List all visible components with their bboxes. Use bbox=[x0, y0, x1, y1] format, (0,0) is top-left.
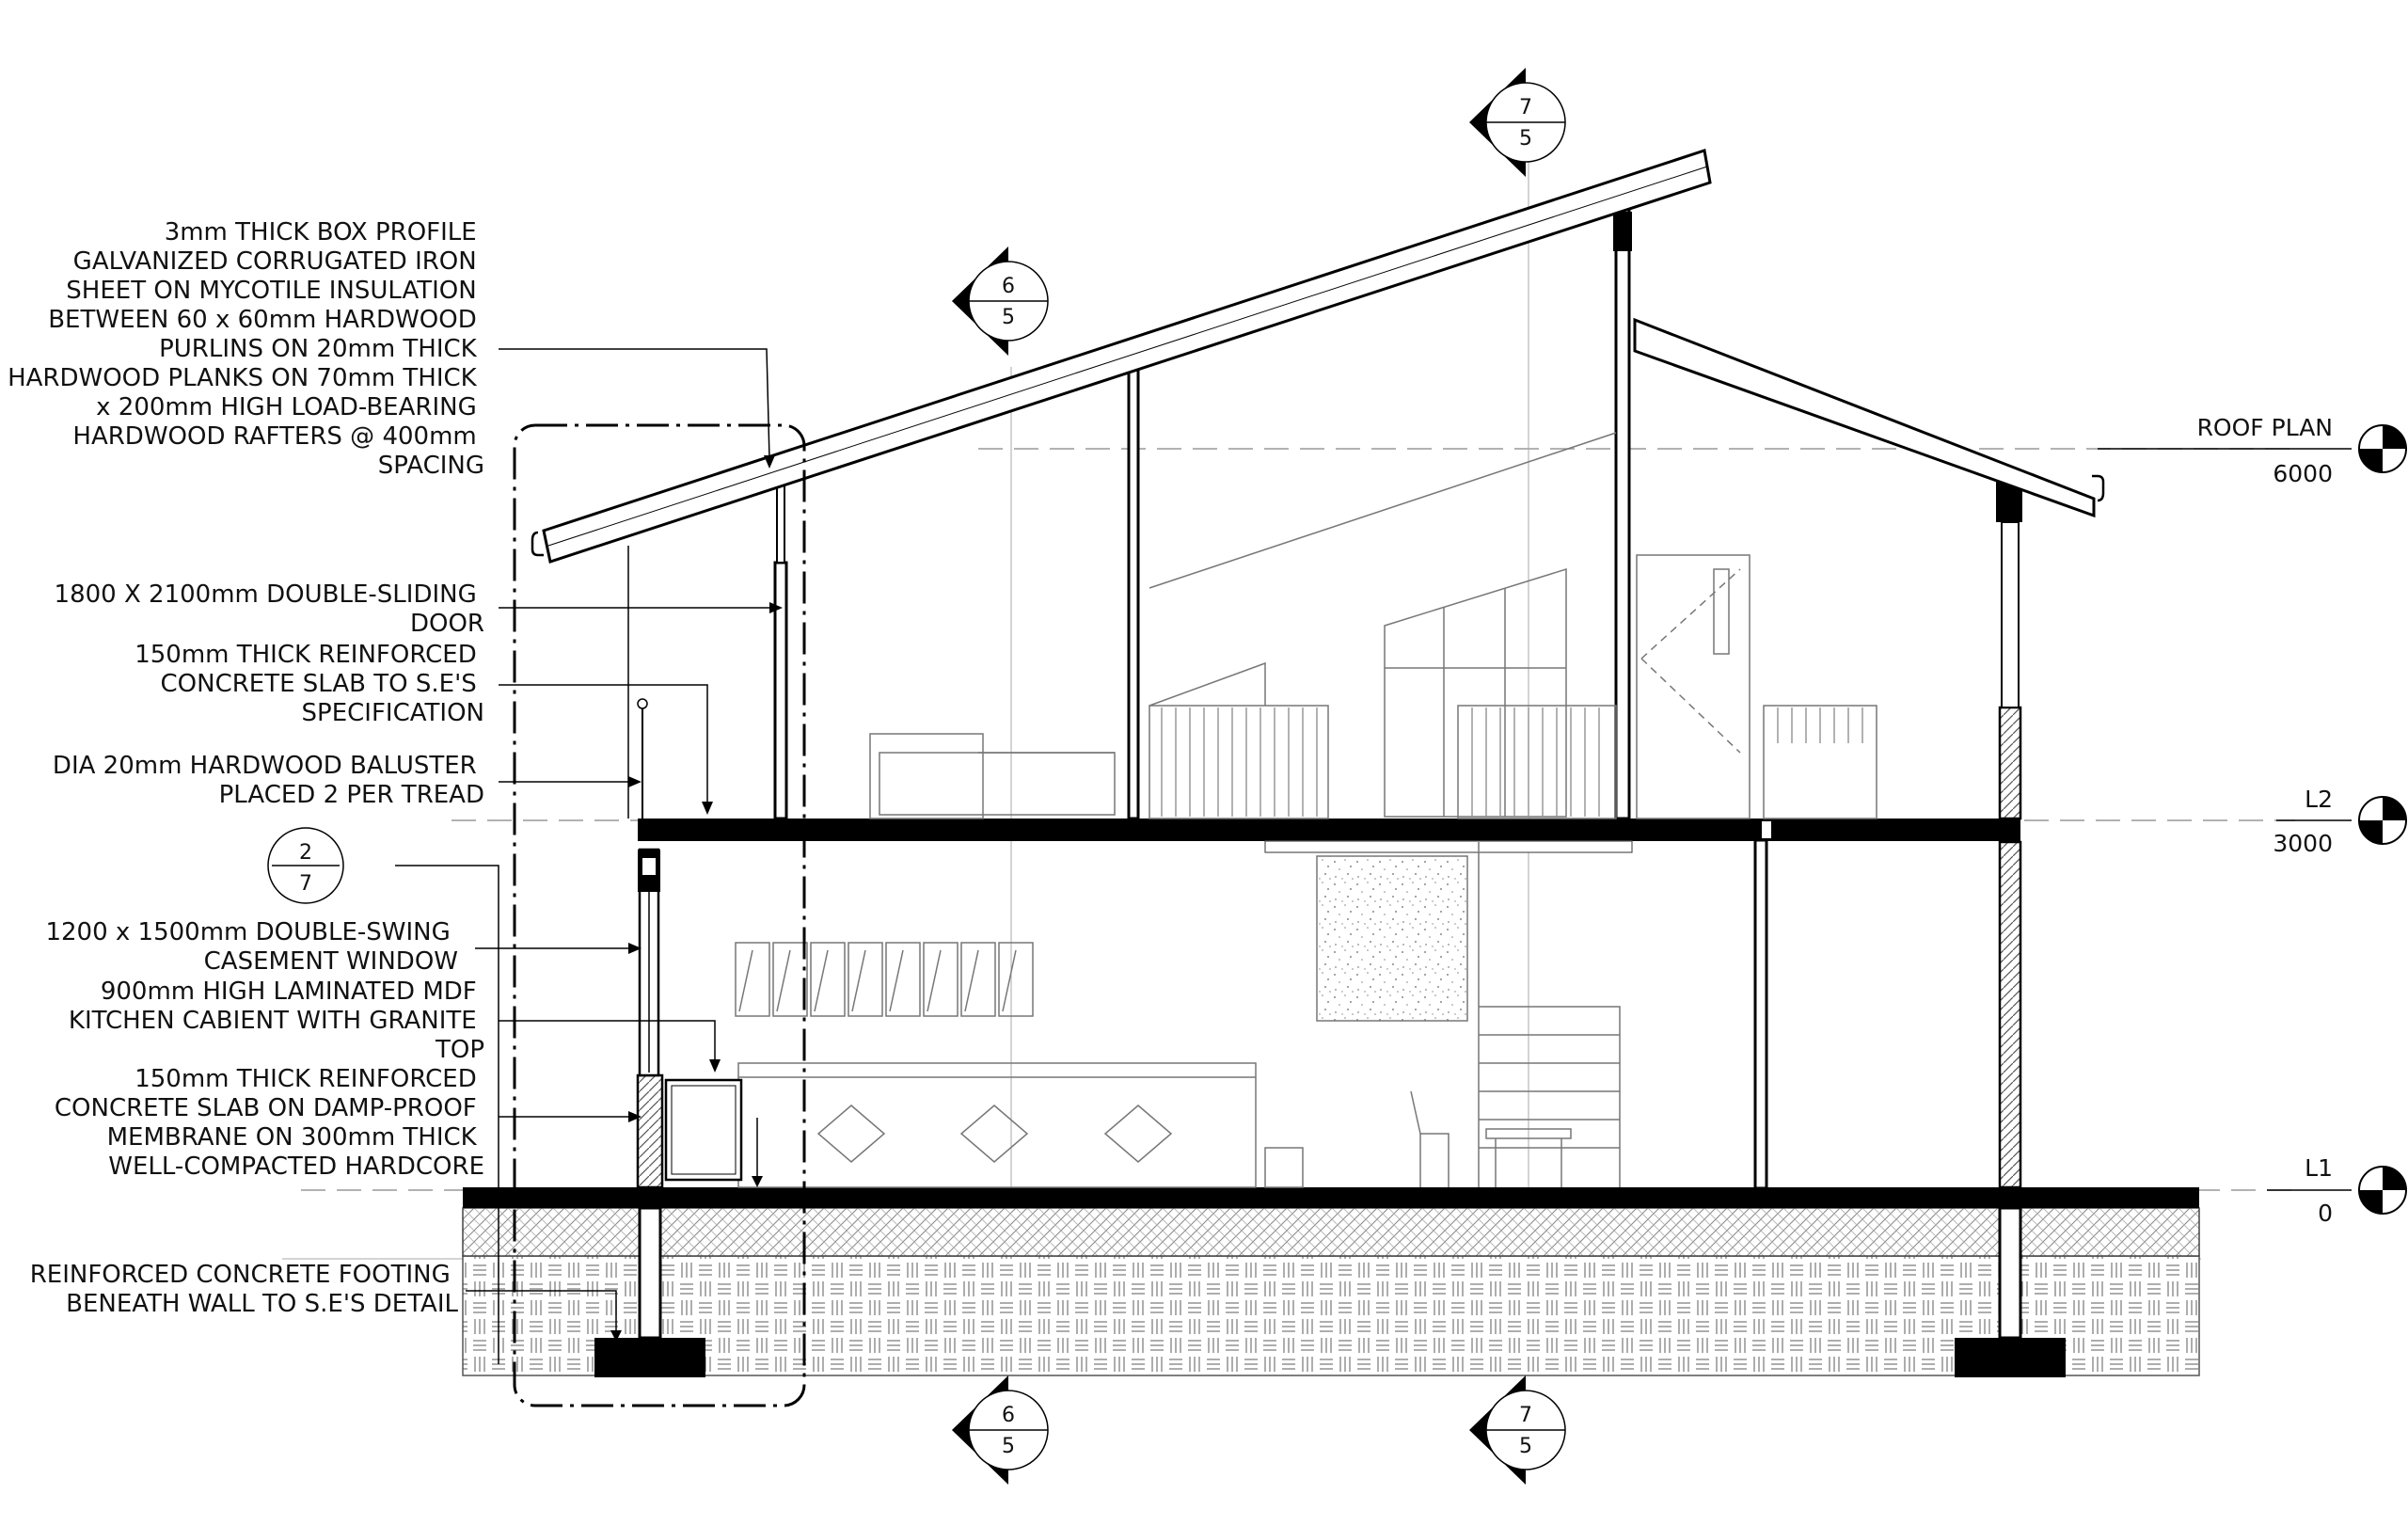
marker-number: 6 bbox=[1002, 275, 1015, 298]
level-value: 0 bbox=[2318, 1200, 2333, 1227]
note-roof: 3mm THICK BOX PROFILE GALVANIZED CORRUGA… bbox=[8, 218, 484, 480]
section-marker-bottom-6[interactable]: 6 5 bbox=[952, 1375, 1049, 1485]
detail-marker-sheet: 7 bbox=[299, 872, 312, 896]
marker-number: 7 bbox=[1519, 96, 1532, 119]
level-value: 3000 bbox=[2273, 830, 2333, 857]
section-marker-top-7[interactable]: 7 5 bbox=[1469, 68, 1566, 177]
marker-sheet: 5 bbox=[1002, 1435, 1015, 1458]
note-window: 1200 x 1500mm DOUBLE-SWING CASEMENT WIND… bbox=[45, 918, 458, 976]
level-marker-l2[interactable]: L2 3000 bbox=[2273, 786, 2407, 857]
sliding-door bbox=[773, 561, 788, 820]
roof bbox=[531, 149, 2105, 564]
footing-right bbox=[1955, 1338, 2066, 1377]
detail-marker[interactable]: 2 7 bbox=[267, 827, 344, 904]
footing-left bbox=[594, 1338, 705, 1377]
level-name: L1 bbox=[2305, 1154, 2333, 1182]
note-baluster: DIA 20mm HARDWOOD BALUSTER PLACED 2 PER … bbox=[53, 752, 484, 809]
note-slab-upper: 150mm THICK REINFORCED CONCRETE SLAB TO … bbox=[135, 641, 484, 727]
section-marker-bottom-7[interactable]: 7 5 bbox=[1469, 1375, 1566, 1485]
level-name: ROOF PLAN bbox=[2197, 414, 2333, 441]
note-kitchen: 900mm HIGH LAMINATED MDF KITCHEN CABIENT… bbox=[69, 978, 484, 1064]
damp-proof-membrane bbox=[462, 1207, 2200, 1257]
detail-callout-box[interactable] bbox=[513, 423, 806, 1407]
upper-slab bbox=[638, 819, 2020, 853]
leader-lines bbox=[395, 348, 771, 1364]
interior-upper bbox=[869, 432, 1877, 819]
leader-arrowheads bbox=[610, 455, 783, 1342]
walls bbox=[627, 208, 2022, 1190]
level-name: L2 bbox=[2305, 786, 2333, 813]
level-marker-roof[interactable]: ROOF PLAN 6000 bbox=[2098, 414, 2407, 487]
marker-sheet: 5 bbox=[1519, 1435, 1532, 1458]
hardcore-layer bbox=[462, 1255, 2200, 1376]
marker-sheet: 5 bbox=[1519, 127, 1532, 151]
section-marker-top-6[interactable]: 6 5 bbox=[952, 246, 1049, 356]
ground bbox=[462, 1187, 2200, 1377]
marker-sheet: 5 bbox=[1002, 306, 1015, 329]
detail-marker-number: 2 bbox=[299, 841, 312, 865]
marker-number: 6 bbox=[1002, 1404, 1015, 1427]
note-footing: REINFORCED CONCRETE FOOTING BENEATH WALL… bbox=[30, 1261, 459, 1318]
interior-ground bbox=[735, 842, 1621, 1188]
note-slab-ground: 150mm THICK REINFORCED CONCRETE SLAB ON … bbox=[55, 1065, 484, 1181]
note-door: 1800 X 2100mm DOUBLE-SLIDING DOOR bbox=[55, 580, 484, 638]
level-marker-l1[interactable]: L1 0 bbox=[2267, 1154, 2407, 1227]
marker-number: 7 bbox=[1519, 1404, 1532, 1427]
ground-slab bbox=[463, 1187, 2199, 1208]
oven bbox=[664, 1078, 743, 1182]
annotation-notes: 3mm THICK BOX PROFILE GALVANIZED CORRUGA… bbox=[8, 218, 484, 1318]
level-value: 6000 bbox=[2273, 460, 2333, 487]
secondary-roof bbox=[1633, 317, 2096, 518]
